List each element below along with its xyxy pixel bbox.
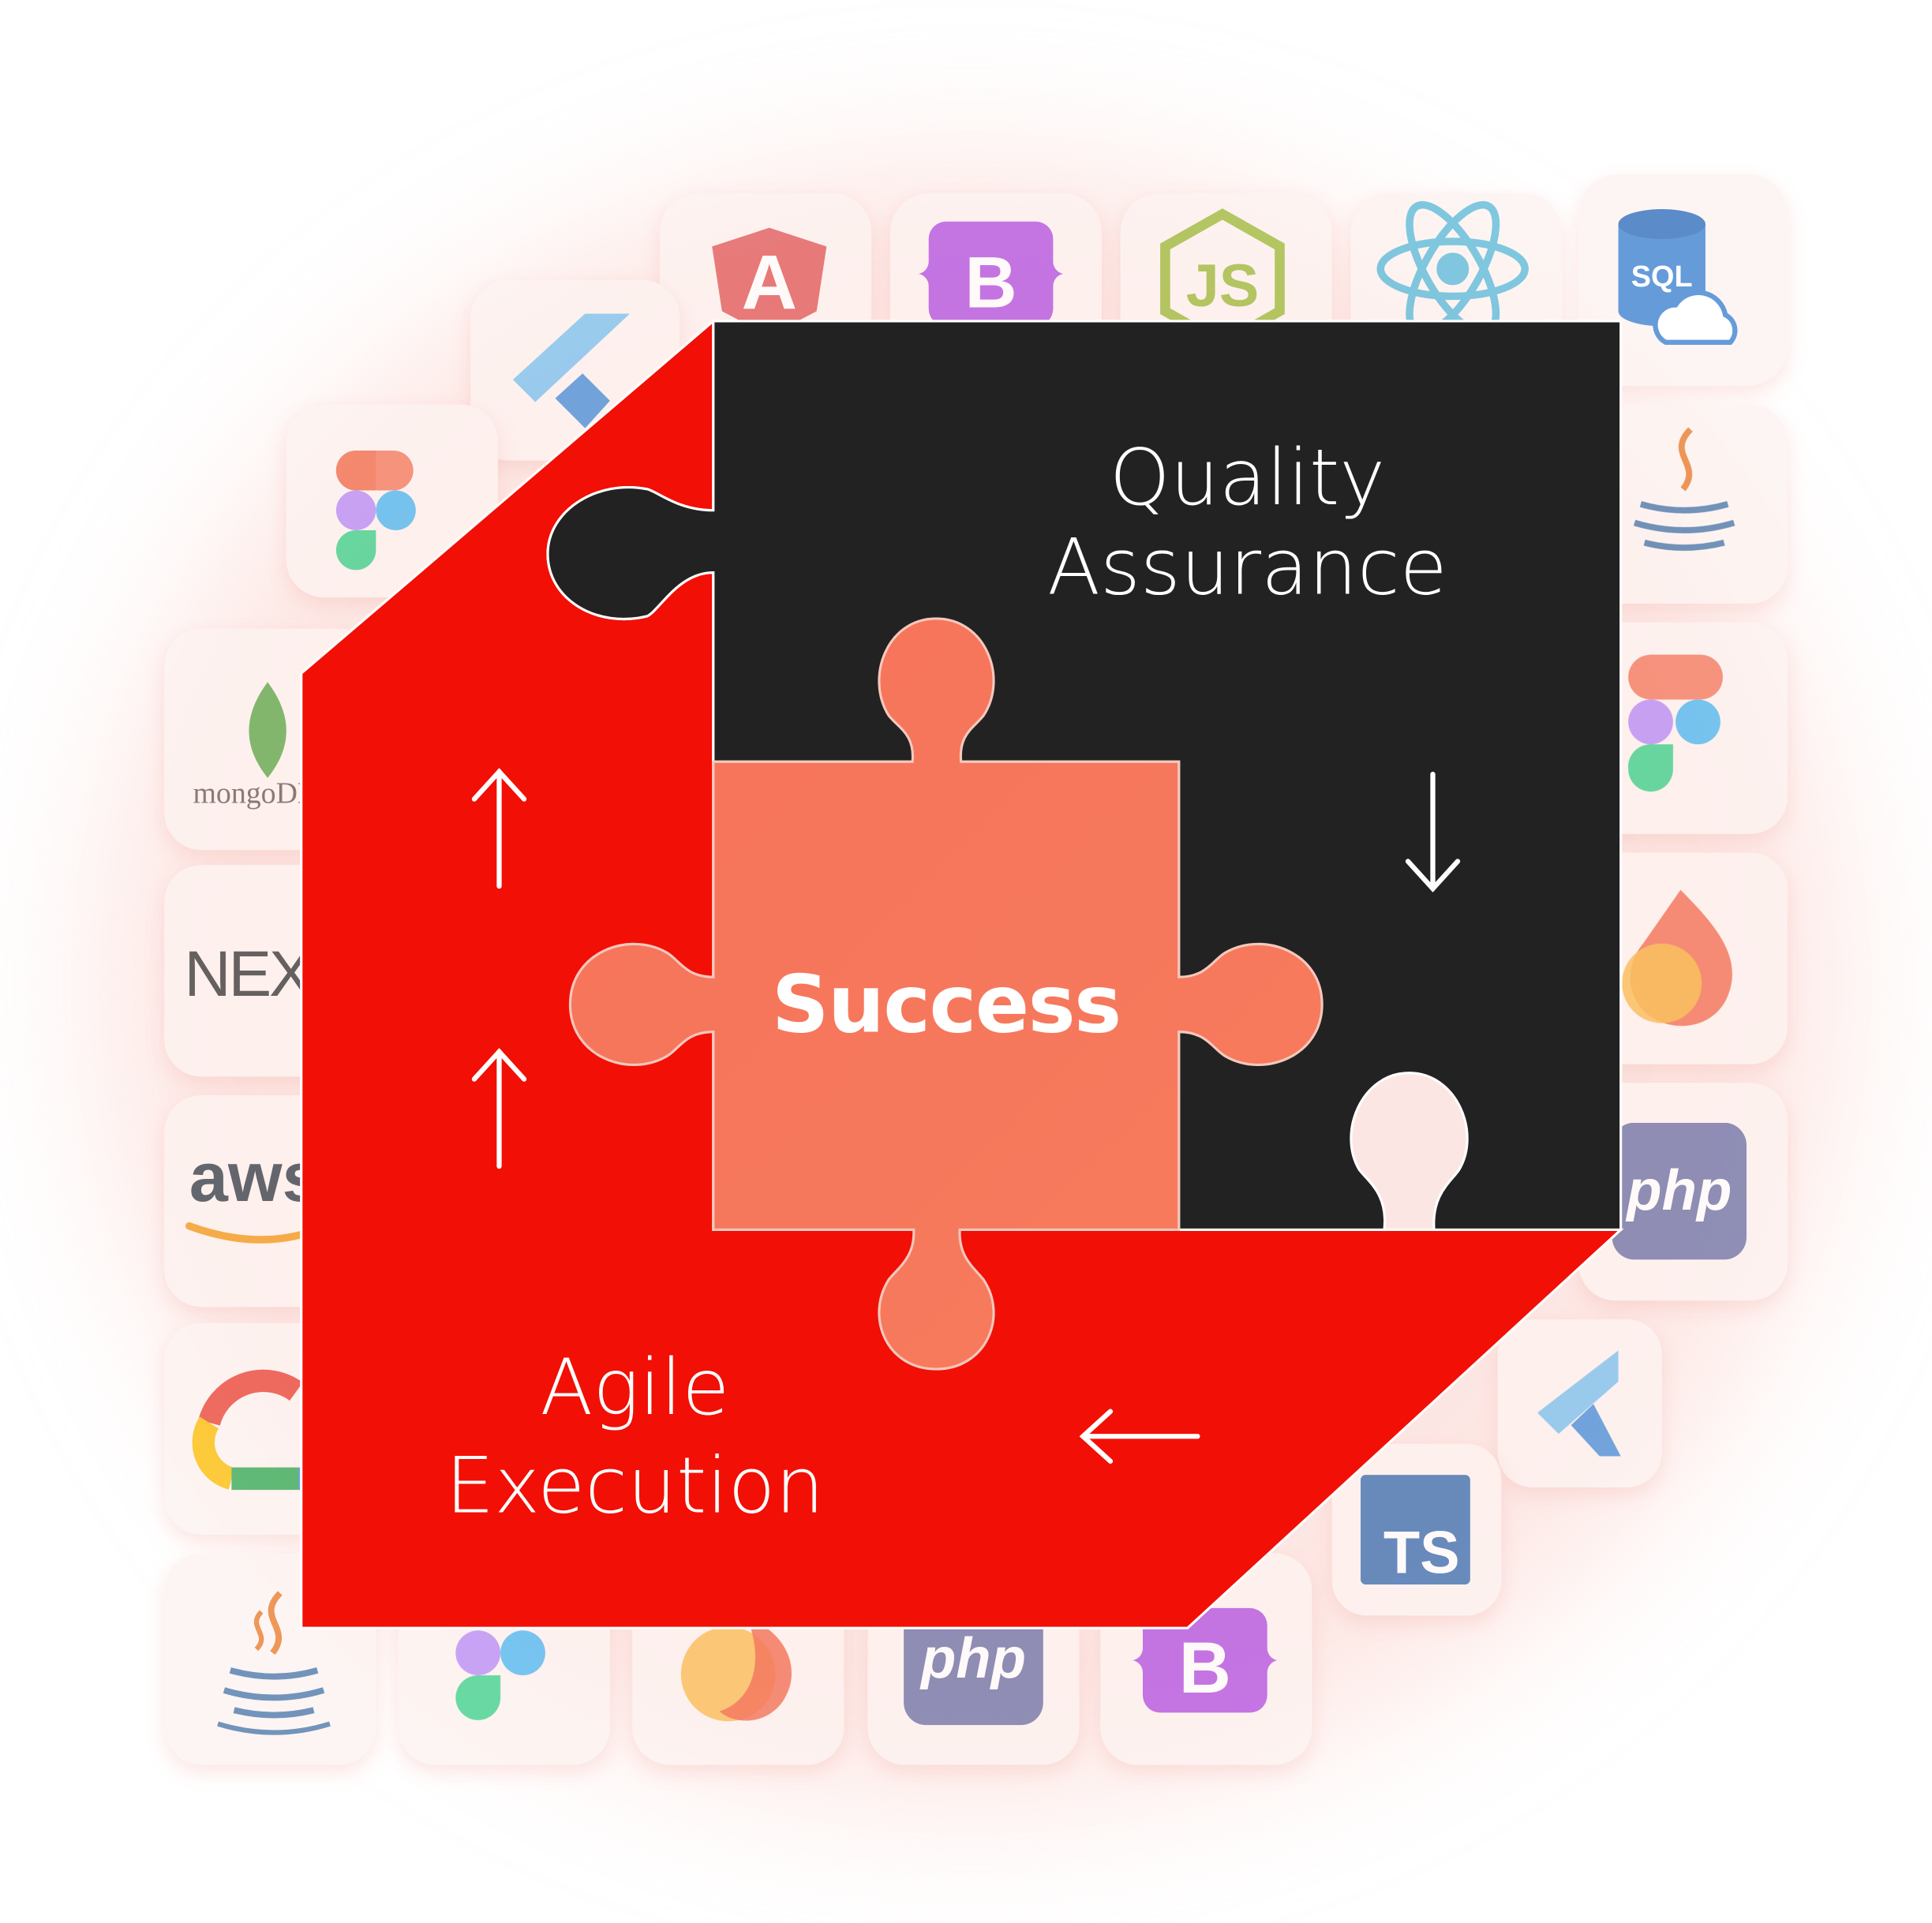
- angular-icon: [712, 227, 827, 336]
- arrow-up-2: [471, 1048, 527, 1169]
- arrow-left: [1079, 1409, 1200, 1464]
- sql-icon-letters: SQL: [1631, 260, 1693, 294]
- flutter-icon-right: [1537, 1350, 1619, 1435]
- mongodb-leaf-icon: [249, 682, 286, 778]
- agile-label-line2: Execution: [446, 1441, 825, 1531]
- php-icon-right: [1612, 1122, 1747, 1260]
- typescript-tile: TS: [1331, 1443, 1502, 1616]
- aws-icon: aws: [189, 1138, 321, 1216]
- arrow-up-1: [471, 768, 527, 889]
- typescript-icon: [1361, 1475, 1470, 1584]
- arrow-down: [1405, 771, 1461, 892]
- flow-arrows: [471, 768, 1461, 1464]
- success-label: Success: [772, 958, 1121, 1051]
- flutter-tile-right: [1497, 1319, 1662, 1487]
- firebase-tile-right: [1578, 852, 1788, 1064]
- cloud-icon: [1653, 290, 1738, 345]
- java-icon: [217, 1591, 331, 1735]
- bootstrap-icon: [919, 221, 1064, 327]
- bootstrap-icon-bottom: [1133, 1607, 1278, 1713]
- flutter-icon: [512, 313, 631, 402]
- quality-label-line1: Quality: [1110, 433, 1385, 523]
- bootstrap-icon-letter: B: [965, 243, 1017, 324]
- java-icon-right: [1633, 427, 1735, 551]
- mongodb-label: mongoDB: [193, 776, 317, 810]
- typescript-icon-letters: TS: [1383, 1520, 1460, 1587]
- angular-icon-letter: A: [741, 238, 797, 325]
- figma-tile-right: [1578, 622, 1788, 834]
- figma-icon-right: [1627, 654, 1724, 792]
- agile-label-line1: Agile: [540, 1343, 729, 1433]
- sql-tile: SQL: [1578, 174, 1788, 386]
- php-tile-right: php: [1578, 1083, 1788, 1301]
- php-icon-letters: php: [919, 1626, 1026, 1690]
- java-tile-right: [1578, 404, 1788, 604]
- figma-icon-bottom: [455, 1630, 545, 1720]
- bootstrap-icon-bottom-letter: B: [1179, 1628, 1231, 1708]
- figma-icon: [335, 451, 416, 571]
- php-icon-right-letters: php: [1625, 1158, 1732, 1222]
- quality-label-line2: Assurance: [1047, 522, 1447, 612]
- success-piece: [568, 617, 1324, 1371]
- nodejs-icon-letters: JS: [1186, 253, 1260, 320]
